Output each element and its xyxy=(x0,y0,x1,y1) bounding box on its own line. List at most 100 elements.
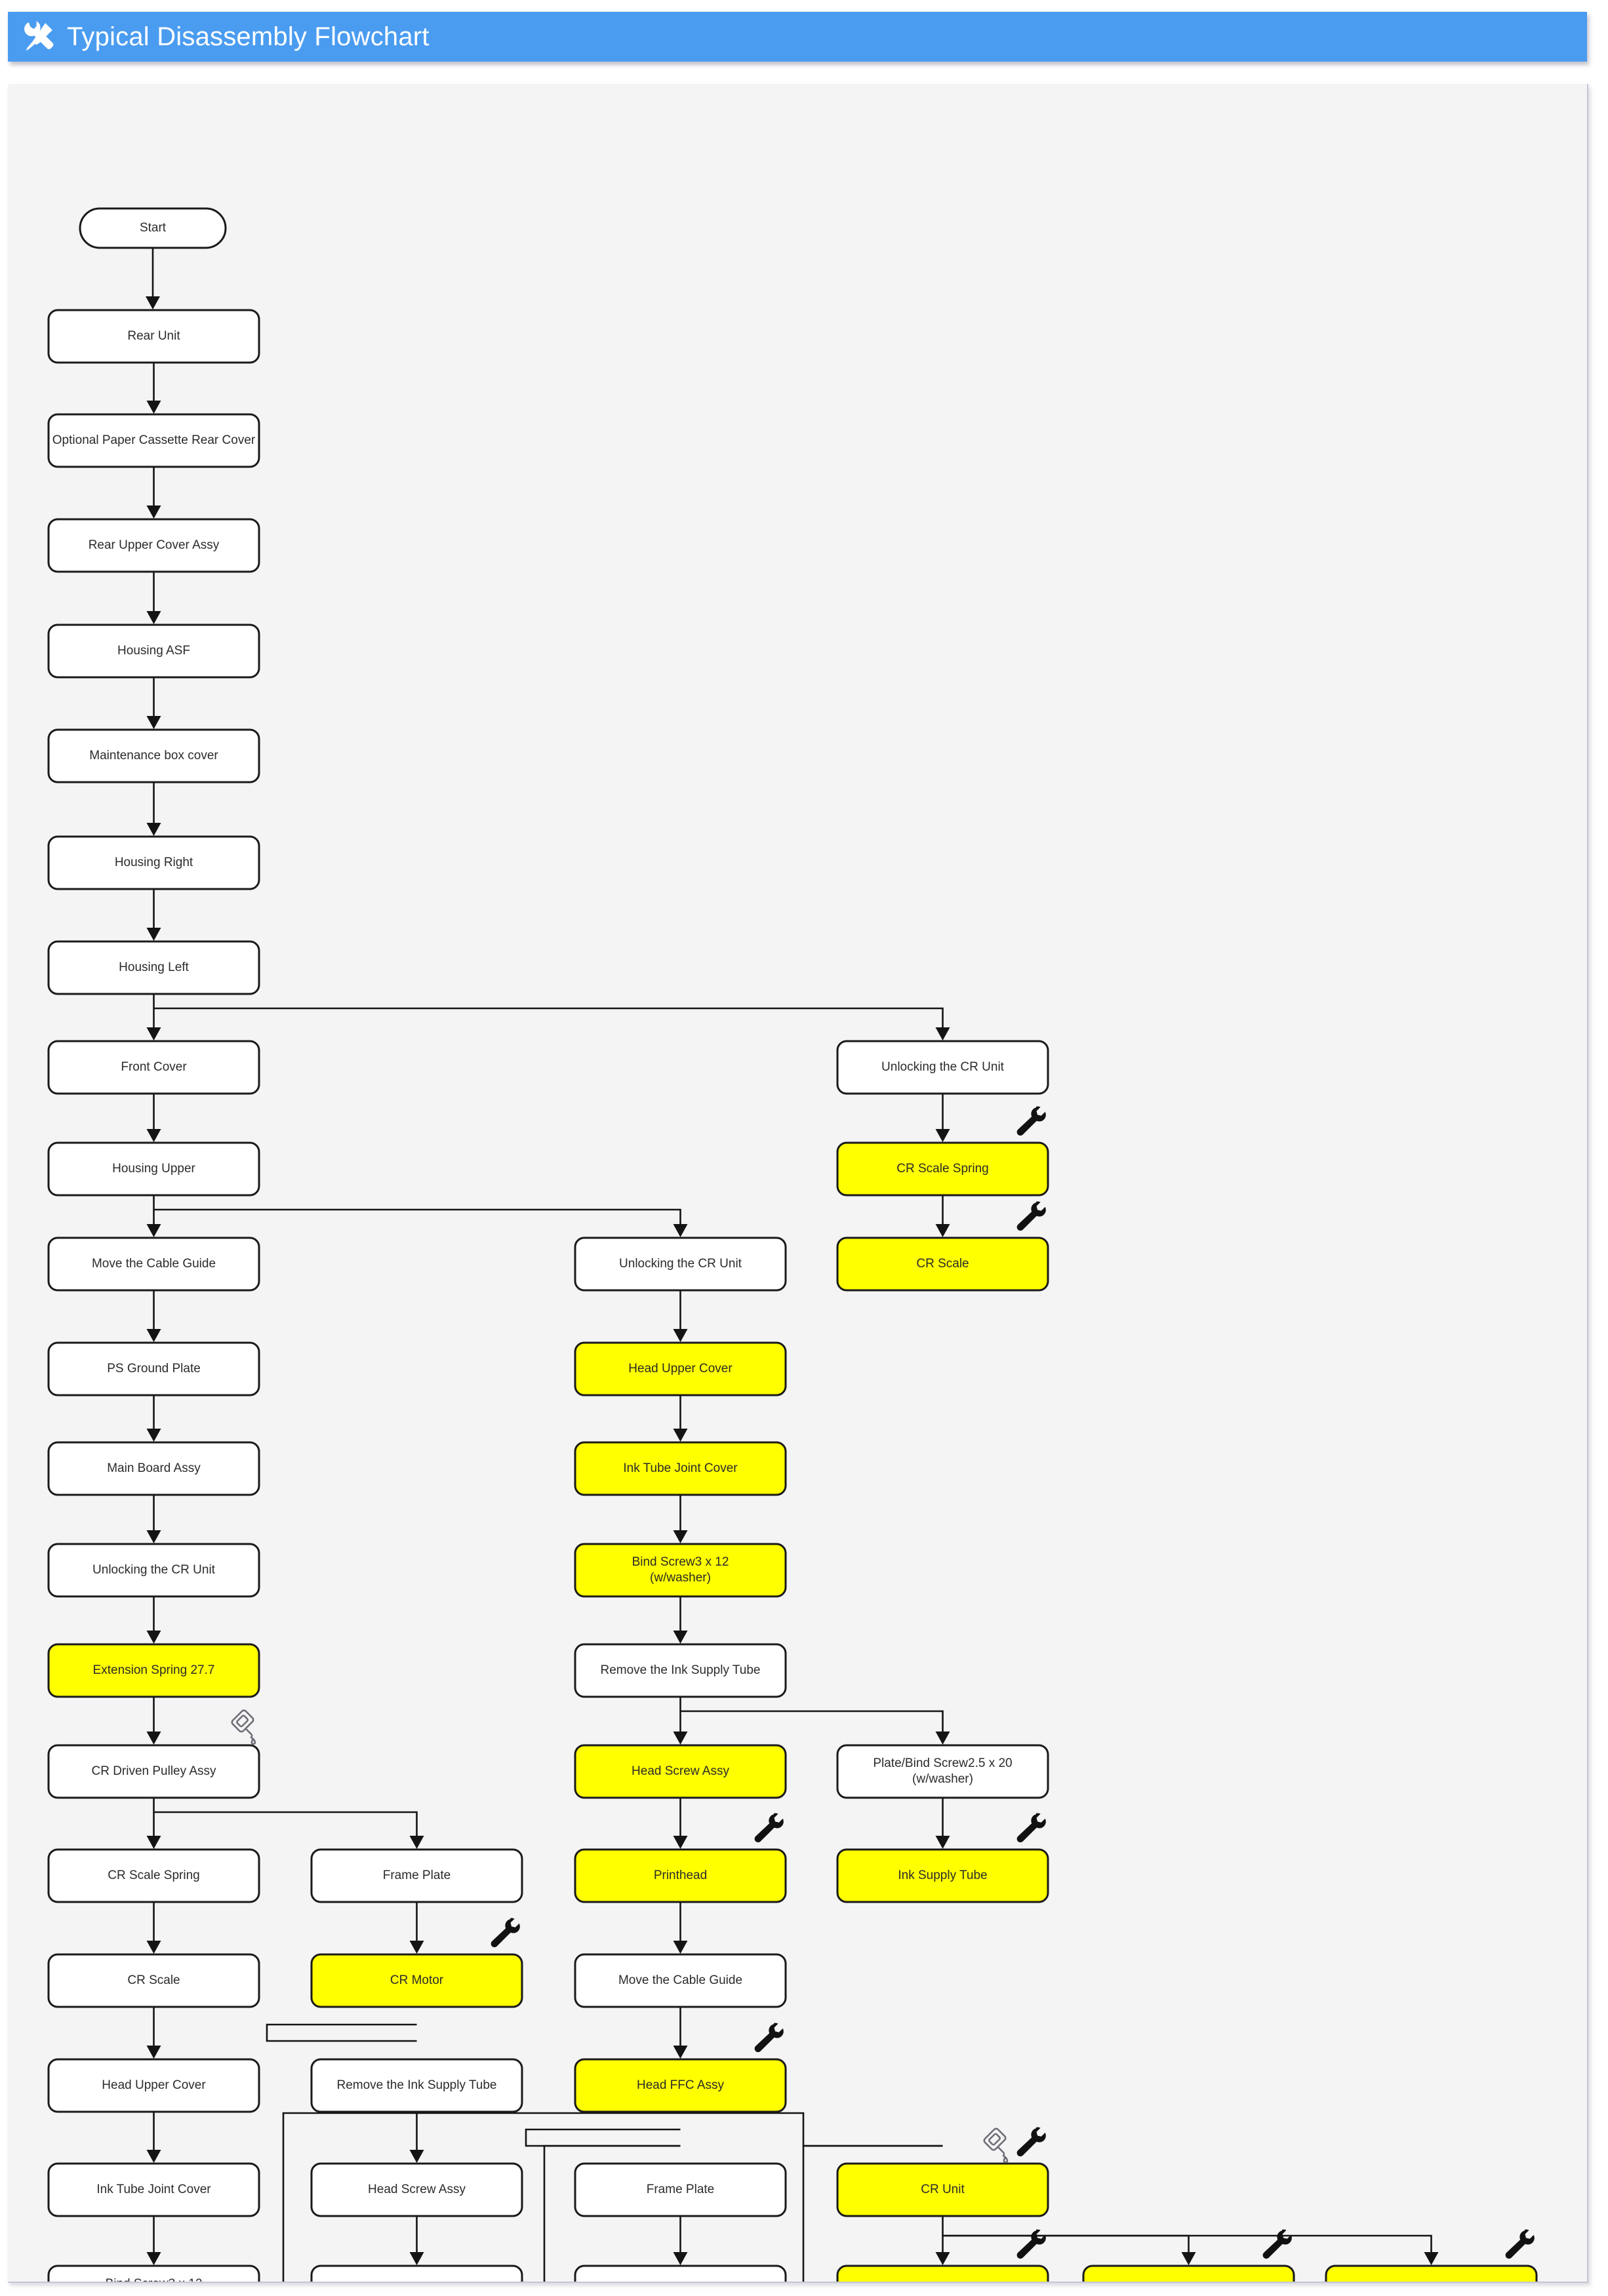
flow-node[interactable]: Ink Supply Tube xyxy=(836,1848,1049,1903)
flow-node[interactable]: Move the Cable Guide xyxy=(47,1237,260,1292)
node-shape[interactable] xyxy=(574,1848,787,1903)
node-shape[interactable] xyxy=(47,2058,260,2113)
flow-node[interactable]: CR Timing Belt xyxy=(1082,2265,1295,2282)
flow-node[interactable]: Housing Upper xyxy=(47,1141,260,1197)
node-label: Remove the Ink Supply Tube xyxy=(601,1663,761,1677)
flow-node[interactable]: CR Scale xyxy=(836,1237,1049,1292)
flow-node[interactable]: Printhead xyxy=(574,1848,787,1903)
node-shape[interactable] xyxy=(47,1643,260,1698)
node-shape[interactable] xyxy=(47,1341,260,1396)
node-shape[interactable] xyxy=(310,2265,523,2282)
flow-node[interactable]: CR Scale Spring xyxy=(47,1848,260,1903)
node-shape[interactable] xyxy=(1325,2265,1538,2282)
node-shape[interactable] xyxy=(836,2265,1049,2282)
node-shape[interactable] xyxy=(47,2265,260,2282)
flow-node[interactable]: Rear Upper Cover Assy xyxy=(47,518,260,573)
node-shape[interactable] xyxy=(47,1237,260,1292)
node-shape[interactable] xyxy=(310,2058,523,2113)
node-label: Ink Tube Joint Cover xyxy=(96,2183,211,2196)
node-shape[interactable] xyxy=(574,1643,787,1698)
node-shape[interactable] xyxy=(574,1543,787,1598)
node-shape[interactable] xyxy=(47,1744,260,1799)
flow-node[interactable]: Optional Paper Cassette Rear Cover xyxy=(47,413,260,468)
flow-node[interactable]: CR Driven Pulley Assy xyxy=(47,1744,260,1799)
flow-node[interactable]: Frame Plate xyxy=(310,1848,523,1903)
node-shape[interactable] xyxy=(47,940,260,995)
node-shape[interactable] xyxy=(836,1237,1049,1292)
node-shape[interactable] xyxy=(574,1237,787,1292)
flow-node[interactable]: CR Encoder xyxy=(836,2265,1049,2282)
flow-node[interactable]: Main Frame Assy xyxy=(574,2265,787,2282)
node-shape[interactable] xyxy=(574,2265,787,2282)
node-shape[interactable] xyxy=(47,1848,260,1903)
node-shape[interactable] xyxy=(310,1848,523,1903)
flow-node[interactable]: Main Board Assy xyxy=(47,1441,260,1496)
flow-node[interactable]: Printhead xyxy=(310,2265,523,2282)
flow-node[interactable]: CR Scale Spring xyxy=(836,1141,1049,1197)
flow-node[interactable]: Move the Cable Guide xyxy=(574,1953,787,2008)
node-label: Front Cover xyxy=(121,1060,187,1074)
flow-node[interactable]: PS Ground Plate xyxy=(47,1341,260,1396)
node-shape[interactable] xyxy=(47,623,260,679)
edge-line xyxy=(802,2145,943,2282)
flow-node[interactable]: Bind Screw3 x 12(w/washer) xyxy=(47,2265,260,2282)
node-shape[interactable] xyxy=(574,1341,787,1396)
flow-node[interactable]: Head Screw Assy xyxy=(574,1744,787,1799)
flow-node[interactable]: CR Unit xyxy=(836,2162,1049,2217)
flow-node[interactable]: Rear Unit xyxy=(47,309,260,364)
flow-node[interactable]: Housing ASF xyxy=(47,623,260,679)
node-shape[interactable] xyxy=(574,1744,787,1799)
flow-node[interactable]: Front Cover xyxy=(47,1040,260,1095)
flow-node[interactable]: Head Upper Cover xyxy=(47,2058,260,2113)
node-shape[interactable] xyxy=(47,1953,260,2008)
node-shape[interactable] xyxy=(1082,2265,1295,2282)
node-shape[interactable] xyxy=(47,835,260,890)
node-shape[interactable] xyxy=(574,1441,787,1496)
node-shape[interactable] xyxy=(47,728,260,783)
node-shape[interactable] xyxy=(574,1953,787,2008)
node-shape[interactable] xyxy=(836,1744,1049,1799)
flow-node[interactable]: Extension Spring 27.7 xyxy=(47,1643,260,1698)
flow-node[interactable]: Frame Plate xyxy=(574,2162,787,2217)
flow-node[interactable]: Bind Screw3 x 12(w/washer) xyxy=(574,1543,787,1598)
node-shape[interactable] xyxy=(836,1848,1049,1903)
flow-node[interactable]: Unlocking the CR Unit xyxy=(836,1040,1049,1095)
node-shape[interactable] xyxy=(47,1543,260,1598)
node-shape[interactable] xyxy=(47,413,260,468)
flow-node[interactable]: Remove the Ink Supply Tube xyxy=(574,1643,787,1698)
flow-node[interactable]: Housing Right xyxy=(47,835,260,890)
flow-node[interactable]: Maintenance box cover xyxy=(47,728,260,783)
node-shape[interactable] xyxy=(47,1141,260,1197)
flow-node[interactable]: Plate/Bind Screw2.5 x 20(w/washer) xyxy=(836,1744,1049,1799)
node-label: CR Scale xyxy=(916,1257,969,1271)
node-shape[interactable] xyxy=(47,309,260,364)
node-shape[interactable] xyxy=(310,2162,523,2217)
flow-node[interactable]: Housing Left xyxy=(47,940,260,995)
flow-node[interactable]: Head Upper Cover xyxy=(574,1341,787,1396)
node-shape[interactable] xyxy=(574,2058,787,2113)
flow-node[interactable]: CR Scale xyxy=(47,1953,260,2008)
flow-node[interactable]: Head Screw Assy xyxy=(310,2162,523,2217)
flow-node[interactable]: CR Motor xyxy=(310,1953,523,2008)
flow-node[interactable]: PW Sensor xyxy=(1325,2265,1538,2282)
arrow-head xyxy=(673,1224,688,1237)
flow-node[interactable]: Remove the Ink Supply Tube xyxy=(310,2058,523,2113)
flow-node[interactable]: Ink Tube Joint Cover xyxy=(574,1441,787,1496)
node-shape[interactable] xyxy=(836,2162,1049,2217)
node-shape[interactable] xyxy=(836,1040,1049,1095)
arrow-head xyxy=(146,1941,161,1954)
node-shape[interactable] xyxy=(47,1441,260,1496)
node-shape[interactable] xyxy=(47,2162,260,2217)
node-shape[interactable] xyxy=(47,1040,260,1095)
flow-node[interactable]: Start xyxy=(79,207,227,249)
flow-node[interactable]: Head FFC Assy xyxy=(574,2058,787,2113)
flow-node[interactable]: Ink Tube Joint Cover xyxy=(47,2162,260,2217)
flow-node[interactable]: Unlocking the CR Unit xyxy=(574,1237,787,1292)
node-shape[interactable] xyxy=(47,518,260,573)
node-shape[interactable] xyxy=(836,1141,1049,1197)
flow-node[interactable]: Unlocking the CR Unit xyxy=(47,1543,260,1598)
node-shape[interactable] xyxy=(79,207,227,249)
node-shape[interactable] xyxy=(310,1953,523,2008)
node-shape[interactable] xyxy=(574,2162,787,2217)
